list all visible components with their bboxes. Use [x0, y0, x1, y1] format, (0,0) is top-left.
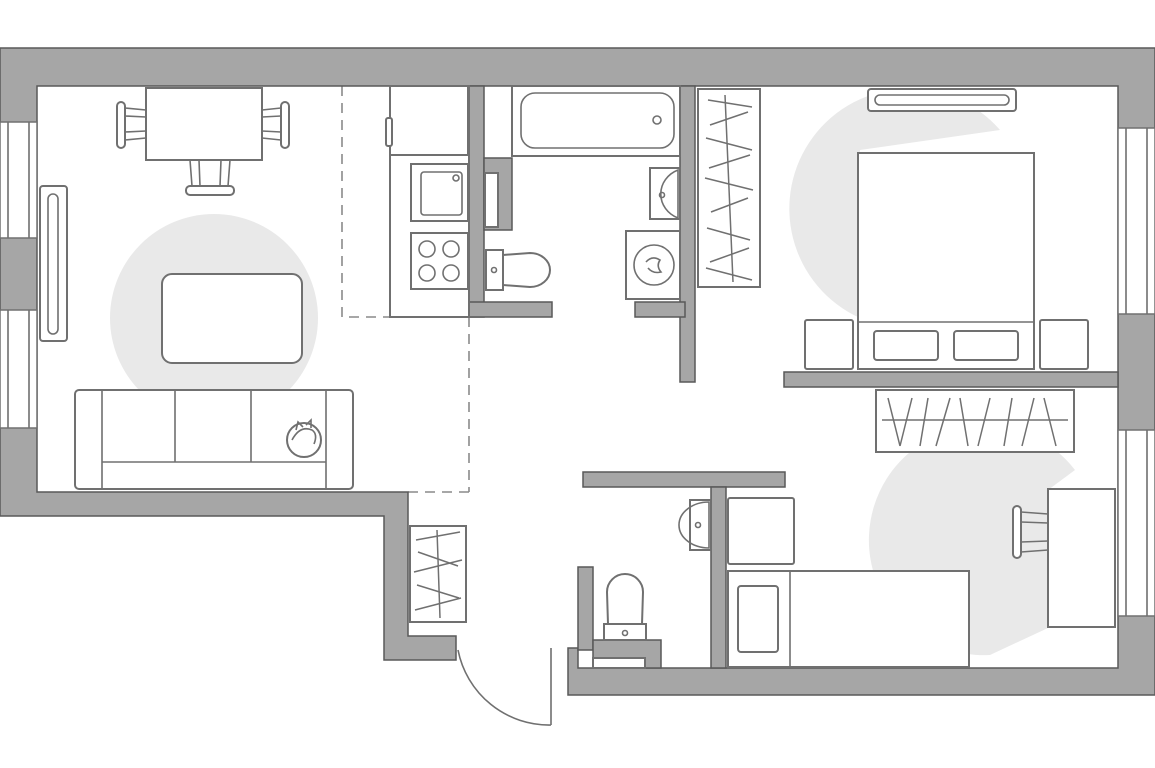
children-nightstand — [727, 497, 795, 565]
sink-icon — [410, 163, 469, 222]
bathtub-icon — [511, 85, 681, 157]
door-swing-icon — [457, 648, 552, 726]
window-icon — [1117, 127, 1155, 315]
window-icon — [1117, 429, 1155, 617]
toilet-icon — [485, 249, 551, 291]
wall-bath-right — [679, 85, 696, 383]
shaft-inner — [484, 172, 499, 228]
bathroom — [484, 85, 681, 300]
pillow — [737, 585, 779, 653]
desk — [1012, 488, 1116, 628]
wall-bedroom-bottom — [783, 371, 1119, 388]
stove-icon — [410, 232, 469, 290]
wall-laundry-bottom — [634, 301, 686, 318]
wardrobe — [697, 88, 761, 288]
sink-icon — [678, 499, 712, 551]
washing-machine-icon — [625, 230, 681, 300]
double-bed — [857, 152, 1035, 370]
toilet-icon — [603, 573, 647, 641]
children-room — [727, 389, 1116, 668]
kitchen — [385, 85, 470, 318]
coffee-table — [161, 273, 303, 364]
windows — [0, 121, 1155, 617]
dining-table — [116, 87, 290, 196]
chair-left — [116, 101, 147, 149]
single-bed — [727, 570, 970, 668]
wall-kitchen-bath — [468, 85, 485, 318]
nightstand — [804, 319, 854, 370]
chair-desk — [1012, 505, 1049, 559]
bedroom-rug — [789, 88, 1000, 318]
toilet-room — [592, 499, 712, 669]
bedroom — [697, 88, 1089, 370]
window-icon — [0, 121, 38, 239]
chair-bottom — [185, 159, 235, 196]
window-icon — [0, 309, 38, 429]
wall-bath-bottom — [468, 301, 553, 318]
pillow — [953, 330, 1019, 361]
wall-toilet-left — [577, 566, 594, 651]
exterior-wall — [0, 47, 1155, 696]
wall-toilet-right — [710, 486, 727, 669]
children-wardrobe — [875, 389, 1075, 453]
bathroom-sink-icon — [649, 167, 681, 220]
fridge — [385, 85, 469, 156]
radiator — [867, 88, 1017, 112]
wall-toilet-top — [582, 471, 786, 488]
nightstand — [1039, 319, 1089, 370]
cat-icon — [286, 418, 322, 458]
hallway-wardrobe — [409, 525, 467, 623]
chair-right — [261, 101, 290, 149]
toilet-shelf — [592, 657, 646, 669]
sofa — [74, 389, 354, 490]
living-room — [39, 87, 354, 490]
tv-stand — [39, 185, 68, 342]
pillow — [873, 330, 939, 361]
